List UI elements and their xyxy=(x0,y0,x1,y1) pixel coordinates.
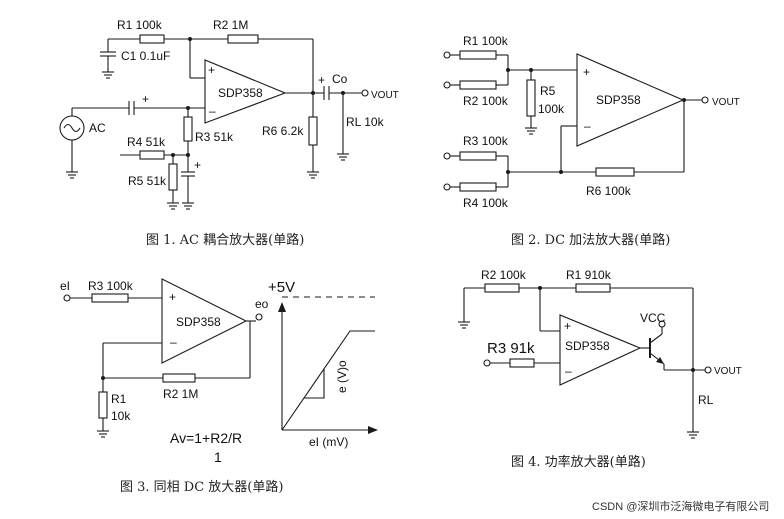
fig3-r2-label: R2 1M xyxy=(163,387,198,401)
fig2-r3-label: R3 100k xyxy=(463,134,509,148)
fig4-transistor xyxy=(649,333,663,344)
fig2-r3 xyxy=(459,151,497,161)
fig4-r2-label: R2 100k xyxy=(481,268,527,282)
fig3-graph-xlabel: eI (mV) xyxy=(309,435,348,449)
fig3-graph-curve xyxy=(281,330,375,431)
fig3-eo-label: eo xyxy=(255,297,269,311)
fig2-r5 xyxy=(526,79,536,117)
svg-text:–: – xyxy=(209,104,216,118)
fig4-r1-label: R1 910k xyxy=(566,268,612,282)
fig3-eo-terminal xyxy=(255,313,263,321)
fig3-r2 xyxy=(162,373,196,383)
fig3-graph-ylabel: e (V)o xyxy=(335,360,349,393)
fig1-c1-label: C1 0.1uF xyxy=(121,49,170,63)
fig1-caption: 图 1. AC 耦合放大器(单路) xyxy=(146,232,304,248)
fig3-r1-label: R1 xyxy=(111,392,127,406)
fig2-vout-label: VOUT xyxy=(712,97,740,108)
fig2-circuit: + – SDP358 R1 100k R2 100k R5 100k R3 xyxy=(443,34,740,210)
fig3-caption: 图 3. 同相 DC 放大器(单路) xyxy=(120,479,283,495)
fig3-opamp-label: SDP358 xyxy=(176,315,221,329)
fig2-r2 xyxy=(459,80,497,90)
fig3-ei-label: eI xyxy=(60,279,70,293)
fig1-r4 xyxy=(139,150,165,160)
fig1-vout-label: VOUT xyxy=(371,90,399,101)
fig4-vout-terminal xyxy=(704,366,712,374)
fig3-r1-value: 10k xyxy=(111,409,131,423)
fig2-r1-label: R1 100k xyxy=(463,34,509,48)
fig2-r4 xyxy=(459,182,497,192)
fig3-r3 xyxy=(91,293,129,303)
fig4-caption: 图 4. 功率放大器(单路) xyxy=(511,454,646,470)
svg-text:+: + xyxy=(583,65,590,79)
fig3-formula: Av=1+R2/R xyxy=(170,430,242,446)
fig4-circuit: + – SDP358 R2 100k R1 910k R3 91k VCC xyxy=(458,268,742,439)
svg-text:+: + xyxy=(318,73,325,87)
csdn-watermark: CSDN @深圳市泛海微电子有限公司 xyxy=(592,499,769,513)
fig2-r5-label: R5 xyxy=(540,84,556,98)
fig1-opamp-label: SDP358 xyxy=(218,86,263,100)
fig3-r1 xyxy=(98,391,108,419)
fig2-r5-value: 100k xyxy=(538,102,565,116)
fig1-r2 xyxy=(227,34,259,44)
svg-text:–: – xyxy=(565,364,572,378)
fig1-r5 xyxy=(168,163,178,191)
fig1-circuit: + – SDP358 R1 100k R2 1M C1 0.1uF AC + xyxy=(59,18,399,210)
fig1-co-label: Co xyxy=(332,72,348,86)
fig1-r3-label: R3 51k xyxy=(195,130,234,144)
fig2-r2-label: R2 100k xyxy=(463,94,509,108)
fig4-opamp xyxy=(559,314,642,386)
svg-text:+: + xyxy=(142,92,149,106)
fig1-r3 xyxy=(183,116,193,142)
fig1-r6 xyxy=(308,116,318,146)
fig1-r1 xyxy=(139,34,165,44)
fig3-v5-label: +5V xyxy=(268,279,295,296)
fig1-r4-label: R4 51k xyxy=(127,135,166,149)
svg-text:–: – xyxy=(584,119,591,133)
fig4-opamp-label: SDP358 xyxy=(565,339,610,353)
fig2-opamp xyxy=(576,53,685,147)
fig2-caption: 图 2. DC 加法放大器(单路) xyxy=(511,232,670,248)
svg-text:+: + xyxy=(564,319,571,333)
fig1-ac-label: AC xyxy=(89,121,106,135)
fig2-vout-terminal xyxy=(701,96,709,104)
svg-text:–: – xyxy=(170,335,177,349)
fig1-r6-label: R6 6.2k xyxy=(262,124,304,138)
svg-text:+: + xyxy=(169,290,176,304)
fig4-vout-label: VOUT xyxy=(714,366,742,377)
fig1-rl-label: RL 10k xyxy=(346,115,385,129)
fig4-r1 xyxy=(575,283,611,293)
svg-text:+: + xyxy=(208,63,215,77)
fig4-r3 xyxy=(509,358,535,368)
fig2-r4-label: R4 100k xyxy=(463,196,509,210)
fig4-r2 xyxy=(484,283,520,293)
fig3-circuit: + – SDP358 eI R3 100k R1 10k R2 1M eo Av… xyxy=(60,278,378,465)
fig4-rl-label: RL xyxy=(698,393,714,407)
fig1-r1-label: R1 100k xyxy=(117,18,163,32)
fig1-r2-label: R2 1M xyxy=(213,18,248,32)
fig1-r5-label: R5 51k xyxy=(128,174,167,188)
fig1-opamp xyxy=(204,59,287,124)
fig2-r6 xyxy=(595,167,635,177)
fig1-vout-terminal xyxy=(361,89,369,97)
fig3-opamp xyxy=(161,278,248,364)
fig2-r6-label: R6 100k xyxy=(586,184,632,198)
fig3-formula-sub: 1 xyxy=(214,449,222,465)
svg-text:+: + xyxy=(194,158,201,172)
fig2-r1 xyxy=(459,50,497,60)
fig2-opamp-label: SDP358 xyxy=(596,93,641,107)
fig3-r3-label: R3 100k xyxy=(88,279,134,293)
fig4-r3-label: R3 91k xyxy=(487,340,535,357)
fig4-vcc-label: VCC xyxy=(640,311,666,325)
